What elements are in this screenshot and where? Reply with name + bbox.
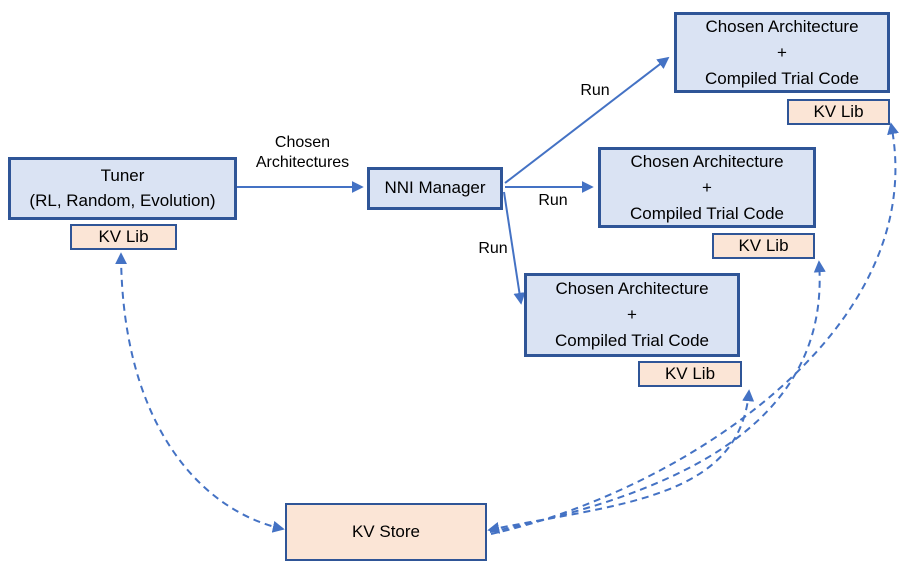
run-label-middle: Run	[538, 192, 568, 209]
chosen-architectures-edge-label: Chosen Architectures	[230, 133, 375, 173]
top-architecture-node: Chosen Architecture + Compiled Trial Cod…	[674, 12, 890, 93]
tuner-node: Tuner (RL, Random, Evolution)	[8, 157, 237, 220]
kv-store-node: KV Store	[285, 503, 487, 561]
bottom-architecture-line1: Chosen Architecture	[555, 279, 709, 298]
bottom-architecture-line3: Compiled Trial Code	[554, 331, 709, 350]
dashed-arrow-kv-store-to-tuner-kv-lib	[115, 252, 285, 533]
nni-manager-label: NNI Manager	[384, 178, 486, 198]
top-kv-lib-label: KV Lib	[813, 101, 864, 121]
arrow-run-to-bottom-architecture	[503, 191, 526, 305]
bottom-architecture-node: Chosen Architecture + Compiled Trial Cod…	[524, 273, 740, 357]
middle-kv-lib-node: KV Lib	[712, 233, 815, 259]
middle-architecture-line1: Chosen Architecture	[630, 151, 784, 171]
nni-manager-node: NNI Manager	[367, 167, 503, 210]
chosen-architectures-line1: Chosen	[274, 134, 331, 151]
run-label-top: Run	[580, 82, 610, 99]
middle-architecture-line3: Compiled Trial Code	[629, 203, 784, 223]
bottom-kv-lib-label: KV Lib	[664, 363, 716, 383]
dashed-arrow-kv-store-to-bottom-kv-lib	[487, 389, 755, 534]
tuner-kv-lib-label: KV Lib	[98, 226, 149, 246]
middle-kv-lib-label: KV Lib	[738, 235, 789, 255]
top-kv-lib-node: KV Lib	[787, 99, 890, 125]
middle-architecture-line2: +	[702, 177, 712, 197]
top-architecture-line2: +	[777, 42, 787, 62]
run-label-bottom: Run	[478, 240, 508, 257]
kv-store-label: KV Store	[351, 521, 421, 541]
top-architecture-line1: Chosen Architecture	[705, 16, 859, 36]
tuner-kv-lib-node: KV Lib	[70, 224, 177, 250]
dashed-arrow-kv-store-to-top-kv-lib	[490, 122, 899, 535]
arrow-run-to-top-architecture	[504, 56, 670, 184]
chosen-architectures-line2: Architectures	[255, 154, 350, 171]
bottom-kv-lib-node: KV Lib	[638, 361, 742, 387]
tuner-label-line2: (RL, Random, Evolution)	[29, 190, 216, 210]
bottom-architecture-line2: +	[627, 305, 637, 324]
middle-architecture-node: Chosen Architecture + Compiled Trial Cod…	[598, 147, 816, 228]
tuner-label-line1: Tuner	[100, 165, 145, 185]
top-architecture-line3: Compiled Trial Code	[704, 68, 859, 88]
